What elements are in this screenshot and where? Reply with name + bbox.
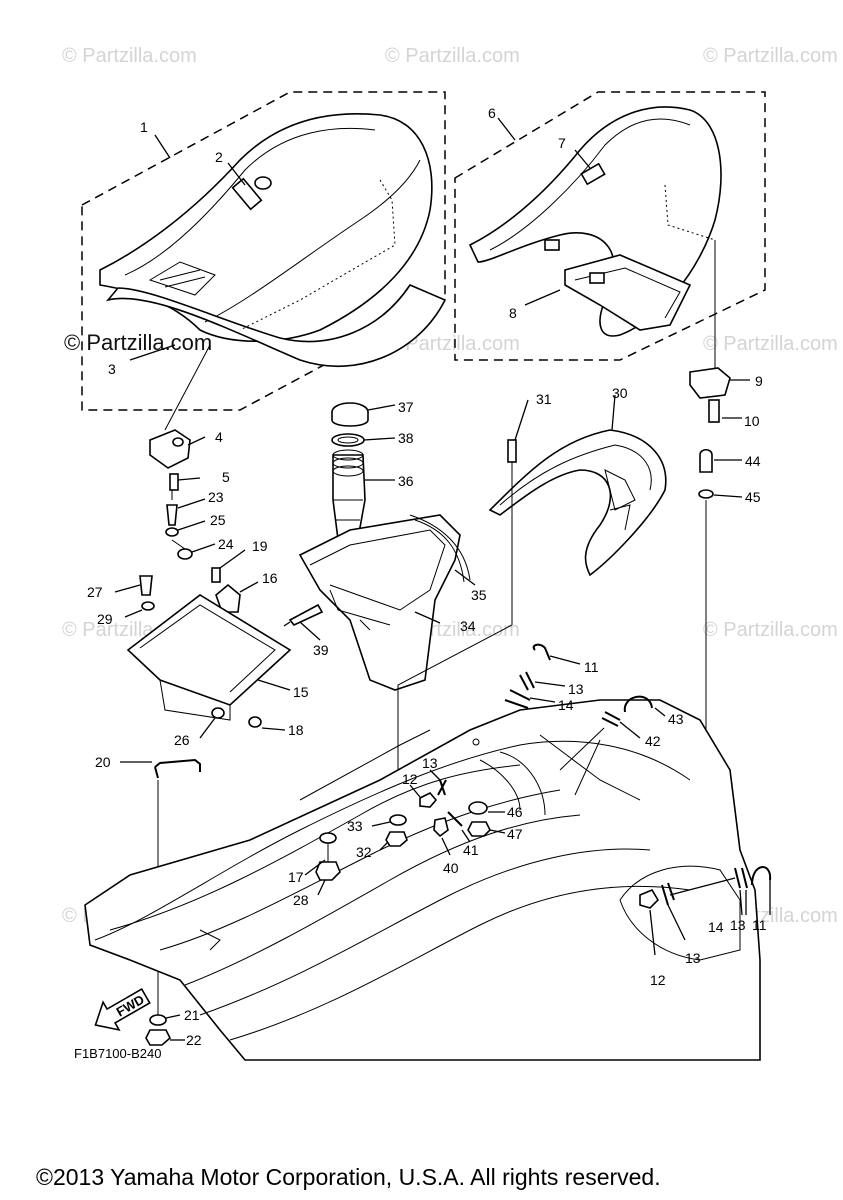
callout-45: 45 [745,489,761,505]
callout-22: 22 [186,1032,202,1048]
watermark: © Partzilla.com [385,333,520,355]
callout-5: 5 [222,469,230,485]
callout-labels: 1 2 3 4 5 6 7 8 9 10 11 11 12 12 13 13 1… [87,105,767,1048]
hull-body [84,699,761,1061]
callout-14b: 14 [708,919,724,935]
callout-20: 20 [95,754,111,770]
callout-9: 9 [755,373,763,389]
seat-group-6-box [454,91,766,361]
callout-17: 17 [288,869,304,885]
tray-assembly [114,549,292,739]
fwd-arrow: FWD [94,987,151,1031]
callout-19: 19 [252,538,268,554]
callout-28: 28 [293,892,309,908]
callout-1: 1 [140,119,148,135]
watermark: © Partzilla.com [385,45,520,67]
callout-2: 2 [215,149,223,165]
watermark: © Partzilla.com [703,619,838,641]
callout-13c: 13 [685,950,701,966]
callout-11a: 11 [584,659,599,675]
callout-33: 33 [347,818,363,834]
leader-lines [129,117,716,431]
callout-4: 4 [215,429,223,445]
front-seat [99,113,447,368]
watermark-main: © Partzilla.com [64,330,212,355]
right-bracket-assembly [476,367,750,743]
callout-14a: 14 [558,697,574,713]
hull-hardware [145,643,772,1046]
callout-37: 37 [398,399,414,415]
callout-21: 21 [184,1007,200,1023]
seat-group-1-box [81,91,446,411]
rear-seat [468,106,722,337]
callout-32: 32 [356,844,372,860]
callout-29: 29 [97,611,113,627]
callout-40: 40 [443,860,459,876]
callout-10: 10 [744,413,760,429]
callout-13b: 13 [422,755,438,771]
callout-43: 43 [668,711,684,727]
callout-46: 46 [507,804,523,820]
callout-44: 44 [745,453,761,469]
callout-8: 8 [509,305,517,321]
bracket-assembly [149,429,216,560]
callout-26: 26 [174,732,190,748]
callout-18: 18 [288,722,304,738]
callout-41: 41 [463,842,479,858]
callout-3: 3 [108,361,116,377]
callout-12a: 12 [402,771,418,787]
callout-34: 34 [460,618,476,634]
callout-23: 23 [208,489,224,505]
rear-handle [397,394,667,815]
diagram-code: F1B7100-B240 [74,1046,161,1061]
storage-bin-assembly [283,402,476,691]
watermark: © Partzilla.com [703,45,838,67]
callout-15: 15 [293,684,309,700]
callout-39: 39 [313,642,329,658]
callout-16: 16 [262,570,278,586]
callout-47: 47 [507,826,523,842]
callout-27: 27 [87,584,103,600]
callout-6: 6 [488,105,496,121]
watermark: © Partzilla.com [62,45,197,67]
callout-13a: 13 [568,681,584,697]
callout-38: 38 [398,430,414,446]
callout-12b: 12 [650,972,666,988]
callout-24: 24 [218,536,234,552]
callout-25: 25 [210,512,226,528]
callout-7: 7 [558,135,566,151]
callout-30: 30 [612,385,628,401]
callout-36: 36 [398,473,414,489]
callout-13d: 13 [730,917,746,933]
callout-42: 42 [645,733,661,749]
watermark: © Partzilla.com [703,333,838,355]
callout-11b: 11 [752,917,767,933]
copyright-notice: ©2013 Yamaha Motor Corporation, U.S.A. A… [36,1164,661,1190]
callout-31: 31 [536,391,552,407]
callout-35: 35 [471,587,487,603]
